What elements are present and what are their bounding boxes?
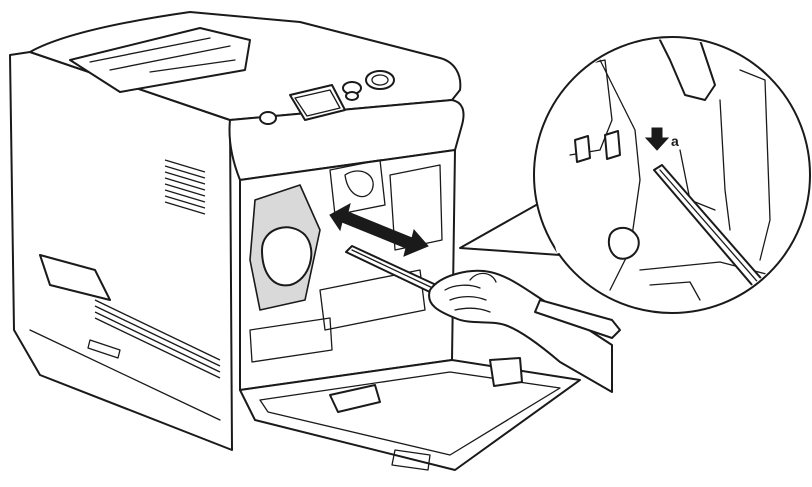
rod-sleeve [534,299,621,339]
down-arrow-icon [644,127,670,151]
callout-label-a: a [671,133,679,149]
panel-dial [365,70,395,90]
cover-hinge [489,357,523,387]
hand [428,269,621,393]
printer-side-panel [9,51,233,451]
zoom-lower-part [607,226,640,260]
printer-front-upper [228,99,465,181]
printer [9,11,581,471]
side-vents [164,159,206,215]
paper-cassette-handle [39,254,111,301]
lower-vents [94,299,221,379]
front-cover-open [239,359,581,471]
internal-gear [261,226,313,287]
double-arrow-icon [329,203,429,257]
panel-button-2 [345,91,359,101]
detail-callout: a [459,36,811,314]
power-button [259,111,277,125]
cover-latch [329,384,381,413]
